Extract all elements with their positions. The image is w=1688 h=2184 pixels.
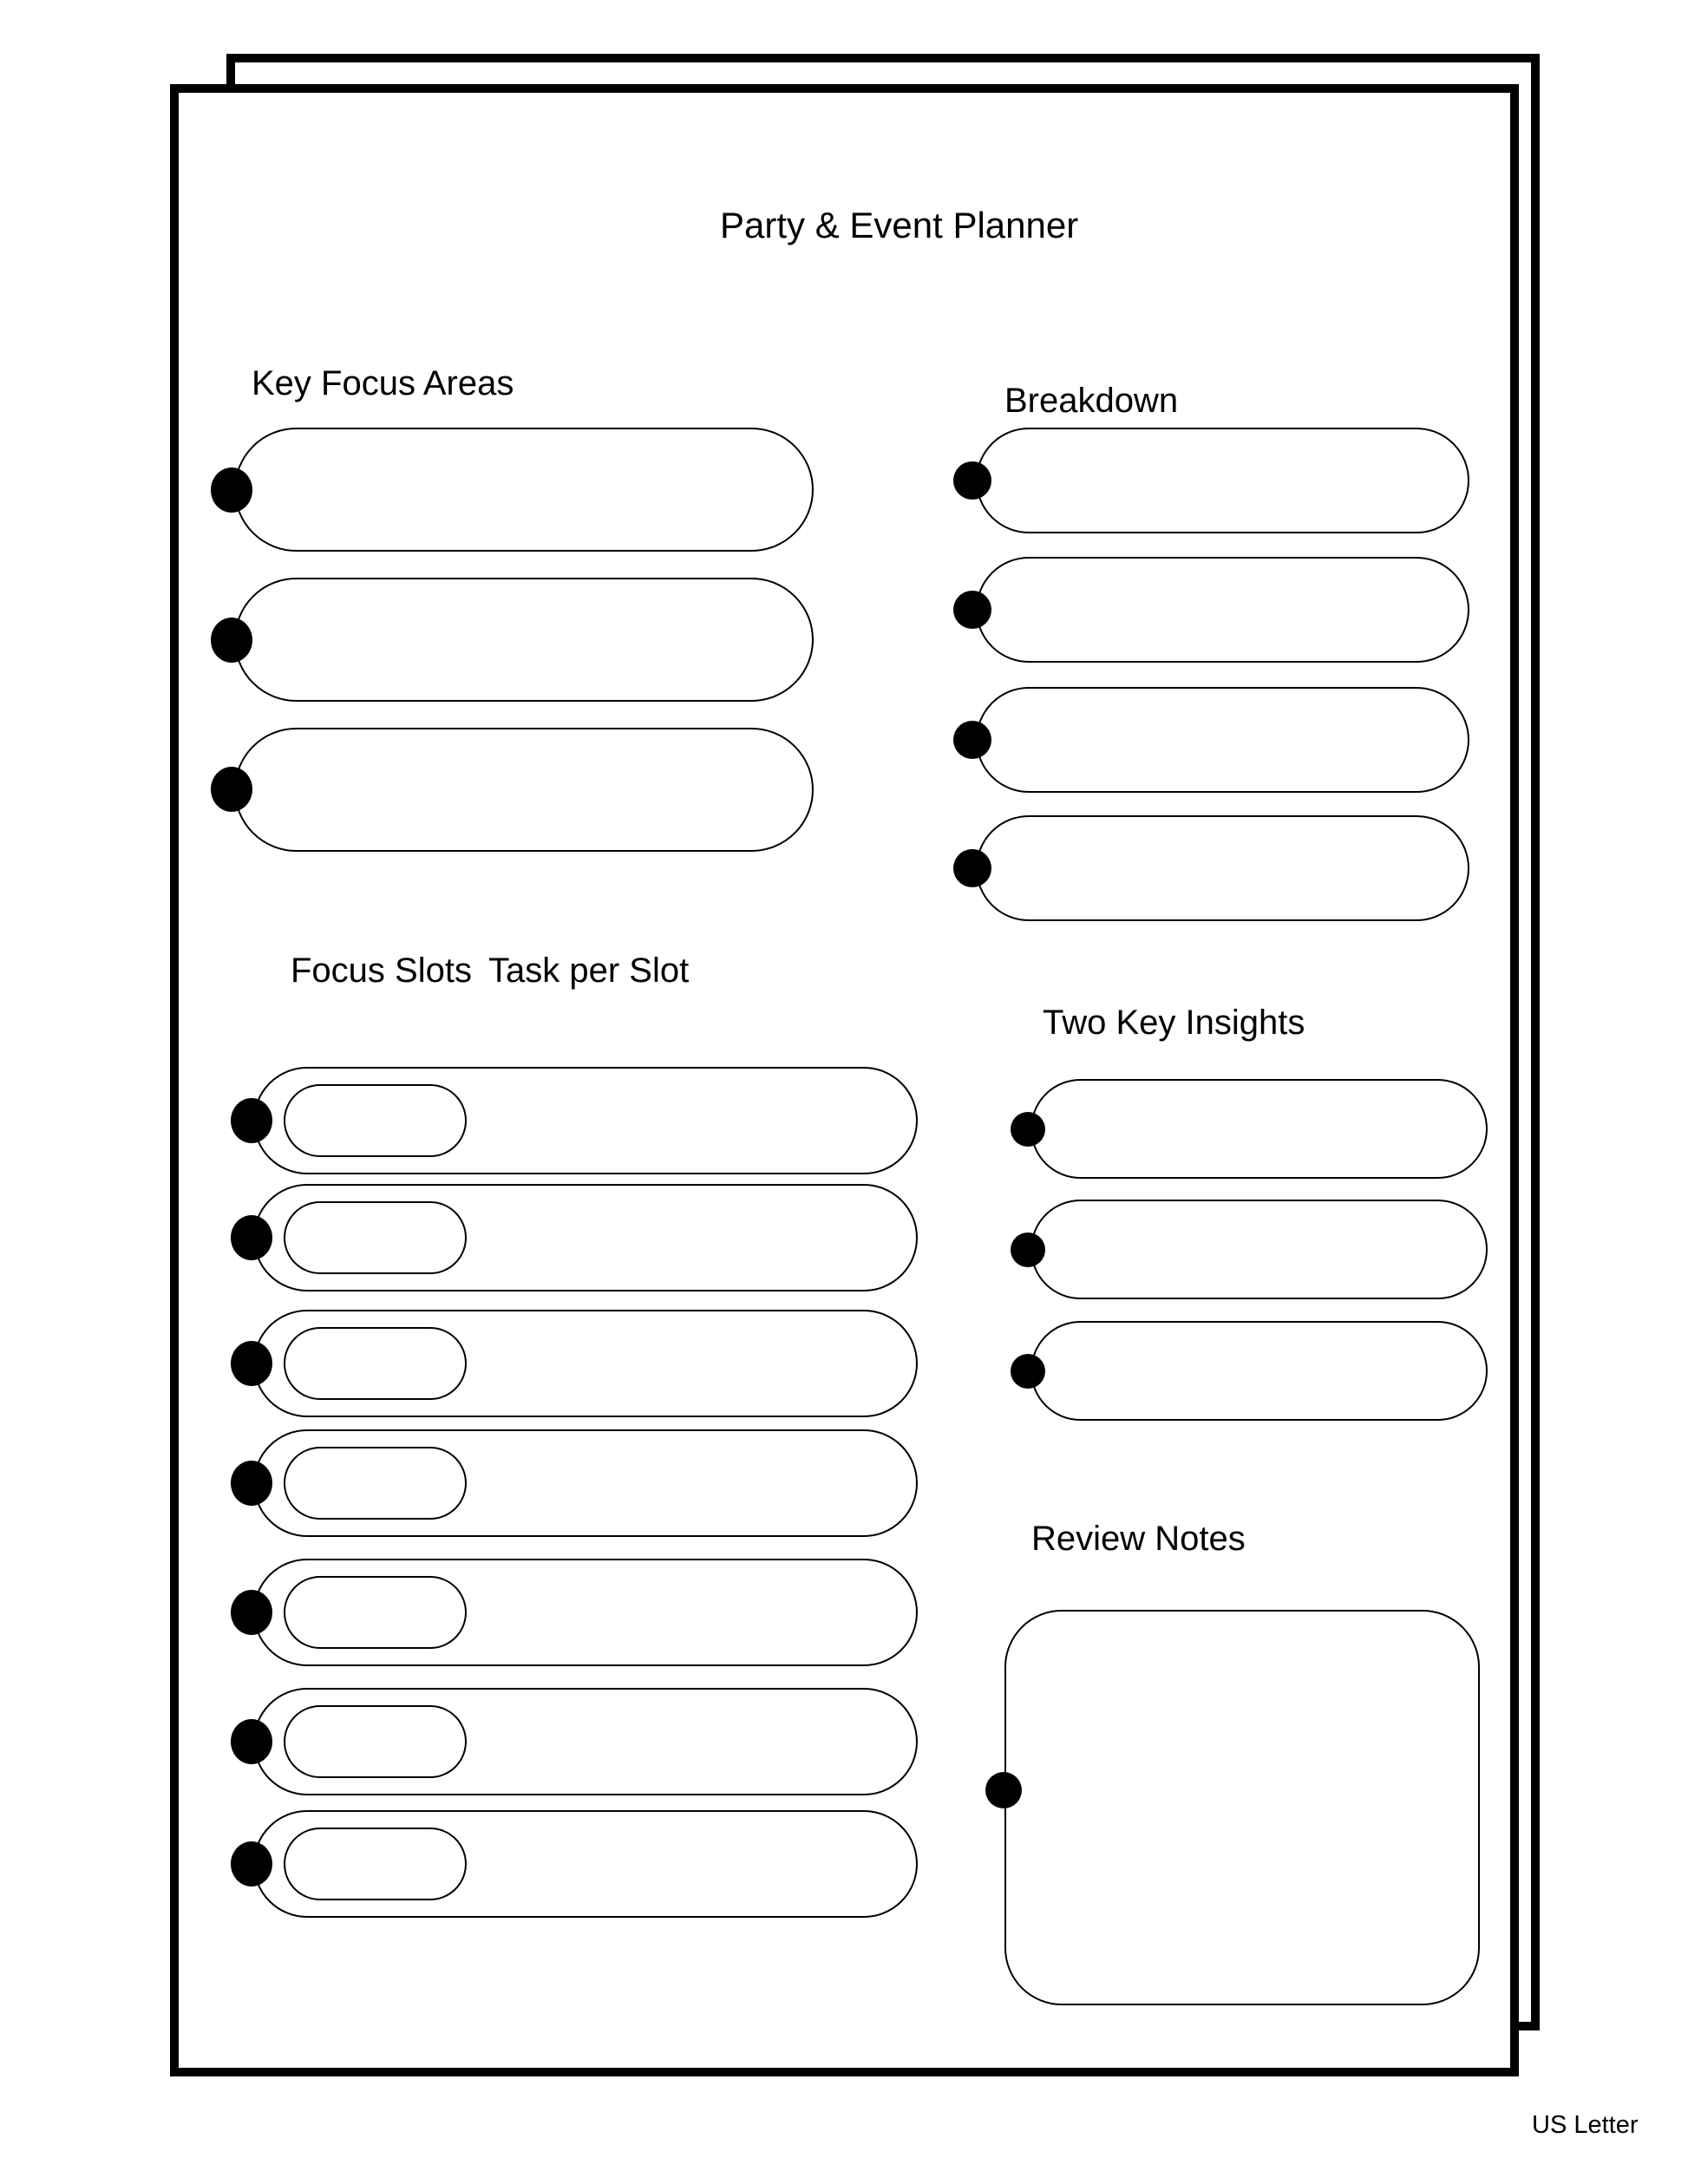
breakdown-heading: Breakdown bbox=[1004, 382, 1179, 420]
focus-slot-field[interactable] bbox=[284, 1327, 467, 1400]
bullet-dot bbox=[231, 1098, 272, 1143]
review-notes-field[interactable] bbox=[1004, 1610, 1480, 2005]
key-focus-field[interactable] bbox=[234, 428, 814, 552]
bullet-dot bbox=[231, 1215, 272, 1260]
bullet-dot bbox=[231, 1590, 272, 1635]
focus-slots-heading: Focus Slots bbox=[291, 951, 472, 990]
focus-slot-field[interactable] bbox=[284, 1828, 467, 1900]
insight-field[interactable] bbox=[1030, 1321, 1488, 1421]
focus-slot-field[interactable] bbox=[284, 1705, 467, 1778]
bullet-dot bbox=[953, 461, 991, 500]
focus-slot-field[interactable] bbox=[284, 1447, 467, 1520]
bullet-dot bbox=[985, 1772, 1022, 1808]
key-focus-areas-heading: Key Focus Areas bbox=[252, 364, 514, 402]
bullet-dot bbox=[231, 1461, 272, 1506]
focus-slot-field[interactable] bbox=[284, 1084, 467, 1157]
bullet-dot bbox=[1011, 1354, 1045, 1389]
key-focus-field[interactable] bbox=[234, 578, 814, 702]
review-notes-heading: Review Notes bbox=[1031, 1520, 1246, 1558]
bullet-dot bbox=[211, 767, 252, 812]
breakdown-field[interactable] bbox=[976, 428, 1469, 533]
bullet-dot bbox=[231, 1719, 272, 1764]
page-title: Party & Event Planner bbox=[720, 205, 1079, 245]
focus-slot-field[interactable] bbox=[284, 1576, 467, 1649]
two-key-insights-heading: Two Key Insights bbox=[1043, 1004, 1305, 1042]
bullet-dot bbox=[953, 591, 991, 629]
bullet-dot bbox=[231, 1841, 272, 1886]
task-per-slot-heading: Task per Slot bbox=[488, 951, 690, 990]
bullet-dot bbox=[1011, 1233, 1045, 1267]
bullet-dot bbox=[231, 1341, 272, 1386]
breakdown-field[interactable] bbox=[976, 815, 1469, 921]
breakdown-field[interactable] bbox=[976, 687, 1469, 793]
breakdown-field[interactable] bbox=[976, 557, 1469, 663]
key-focus-field[interactable] bbox=[234, 728, 814, 852]
bullet-dot bbox=[953, 849, 991, 887]
bullet-dot bbox=[1011, 1112, 1045, 1147]
bullet-dot bbox=[953, 721, 991, 759]
insight-field[interactable] bbox=[1030, 1079, 1488, 1179]
bullet-dot bbox=[211, 468, 252, 513]
focus-slot-field[interactable] bbox=[284, 1201, 467, 1274]
page-size-label: US Letter bbox=[1532, 2111, 1639, 2139]
bullet-dot bbox=[211, 618, 252, 663]
insight-field[interactable] bbox=[1030, 1200, 1488, 1299]
